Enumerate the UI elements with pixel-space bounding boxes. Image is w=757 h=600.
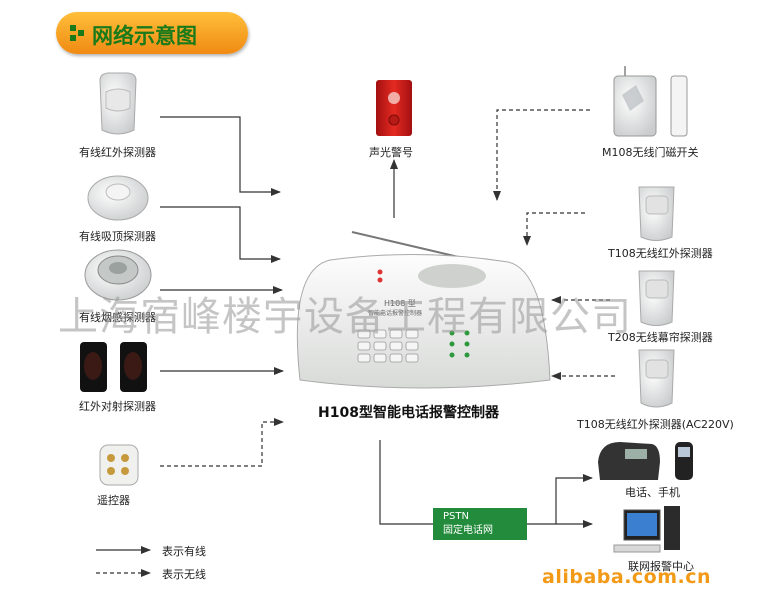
wire-ir-detector (160, 116, 281, 196)
label-curtain-detector: T208无线幕帘探测器 (608, 331, 713, 344)
phone-icon (598, 442, 660, 480)
label-wireless-ir-ac-detector: T108无线红外探测器(AC220V) (577, 418, 734, 431)
controller-label: H108型智能电话报警控制器 (318, 405, 499, 421)
legend-wired-label: 表示有线 (162, 545, 206, 558)
title-arrow-icon (70, 25, 84, 41)
pstn-line1: PSTN (443, 511, 469, 522)
curtain-detector-icon (638, 270, 675, 326)
siren-icon (376, 80, 412, 136)
smoke-detector-icon (84, 249, 152, 301)
label-alarm-center: 联网报警中心 (628, 560, 694, 573)
alarm-controller-icon (296, 231, 551, 389)
label-ir-detector: 有线红外探测器 (79, 146, 156, 159)
label-wireless-ir-detector: T108无线红外探测器 (608, 247, 713, 260)
wireless-ir-detector-icon (638, 186, 675, 241)
pstn-line2: 固定电话网 (443, 525, 493, 536)
door-sensor-icon (613, 66, 688, 137)
device-badge: H108 型 (384, 299, 416, 308)
label-door-sensor: M108无线门磁开关 (602, 146, 699, 159)
computer-icon (613, 506, 680, 553)
label-smoke-detector: 有线烟感探测器 (79, 311, 156, 324)
beam-detector-icon (80, 342, 147, 392)
ceiling-detector-icon (87, 175, 149, 221)
remote-control-icon (99, 444, 139, 486)
wire-pstn (379, 440, 433, 525)
watermark: 上海宿峰楼宇设备工程有限公司 (58, 294, 632, 340)
label-beam-detector: 红外对射探测器 (79, 400, 156, 413)
wireless-door-sensor (493, 109, 590, 201)
label-phone: 电话、手机 (625, 486, 680, 499)
device-badge-sub: 智能电话报警控制器 (368, 310, 423, 317)
wireless-remote (160, 418, 284, 467)
label-remote-control: 遥控器 (97, 494, 130, 507)
wire-ceiling-detector (160, 206, 281, 263)
label-ceiling-detector: 有线吸顶探测器 (79, 230, 156, 243)
ir-detector-icon (99, 72, 137, 135)
legend-wireless-label: 表示无线 (162, 568, 206, 581)
title-tab (56, 12, 248, 54)
mobile-phone-icon (675, 442, 693, 480)
label-siren: 声光警号 (369, 146, 413, 159)
page-title: 网络示意图 (92, 24, 197, 48)
pstn-box: PSTN 固定电话网 (433, 508, 527, 540)
wire-phone (527, 474, 593, 525)
site-brand: alibaba.com.cn (542, 566, 712, 588)
wireless-ir-detector (523, 212, 585, 246)
wireless-ir-ac-detector-icon (638, 349, 675, 408)
